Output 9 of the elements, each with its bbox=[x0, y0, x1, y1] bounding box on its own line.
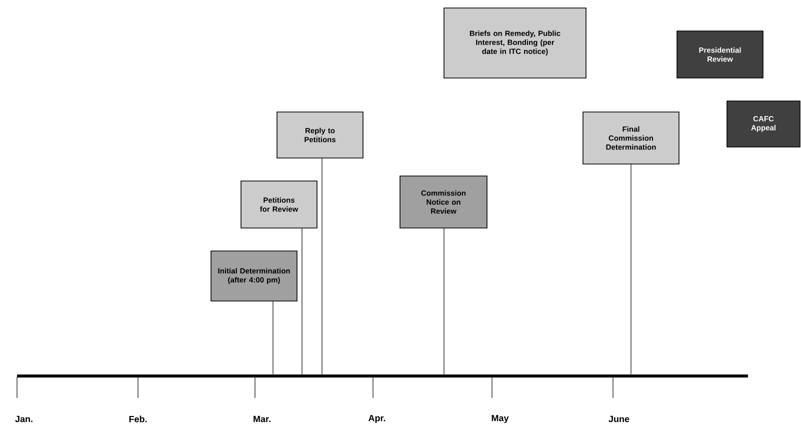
month-label: June bbox=[608, 416, 630, 422]
month-label: Apr. bbox=[368, 414, 386, 424]
month-label: Mar. bbox=[254, 416, 270, 422]
leader-line bbox=[272, 301, 274, 375]
timeline-axis bbox=[17, 374, 748, 378]
month-label: Jan. bbox=[15, 416, 32, 422]
leader-line bbox=[630, 164, 632, 375]
month-label: Feb. bbox=[129, 416, 147, 422]
month-label: May bbox=[492, 414, 509, 424]
